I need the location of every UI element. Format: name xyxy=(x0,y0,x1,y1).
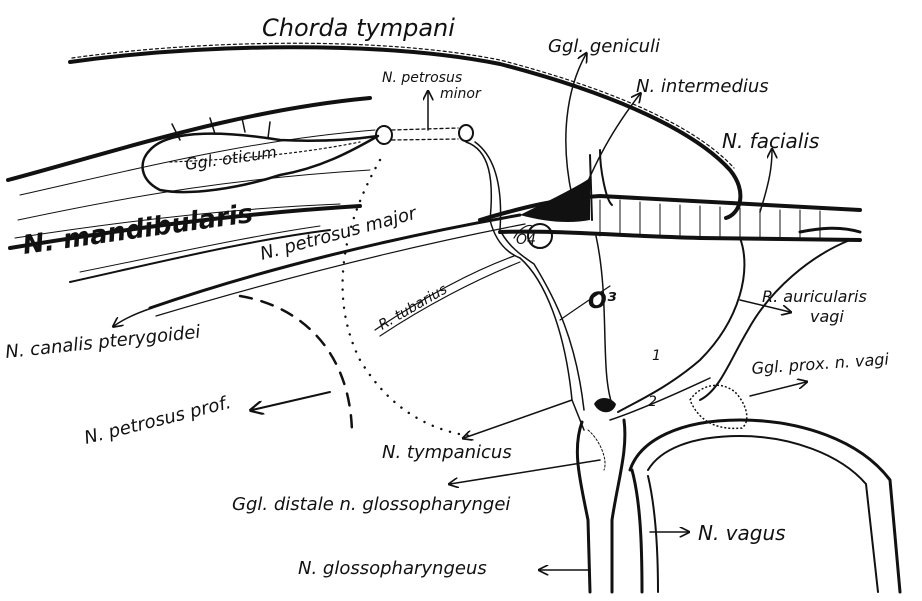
label-ggl-prox-n-vagi: Ggl. prox. n. vagi xyxy=(751,349,890,378)
label-n-petrosus-minor-1: N. petrosus xyxy=(382,70,462,86)
mark-o4: O4 xyxy=(516,232,536,248)
labels: Chorda tympani Ggl. geniculi N. intermed… xyxy=(4,14,890,579)
facial-canal xyxy=(480,150,860,240)
label-n-glossopharyngeus: N. glossopharyngeus xyxy=(298,558,487,579)
label-n-mandibularis: N. mandibularis xyxy=(21,199,255,261)
label-n-tympanicus: N. tympanicus xyxy=(382,442,512,463)
mark-2: 2 xyxy=(648,394,657,410)
vagus-glossopharyngeus-trunks xyxy=(450,420,900,592)
mark-o3: O³ xyxy=(588,289,617,314)
label-ggl-oticum: Ggl. oticum xyxy=(184,142,278,174)
label-n-vagus: N. vagus xyxy=(698,521,786,545)
label-n-intermedius: N. intermedius xyxy=(636,76,769,97)
tympanic-dotted-path xyxy=(343,160,470,436)
label-ggl-distale-glossopharyngei: Ggl. distale n. glossopharyngei xyxy=(232,494,510,515)
label-chorda-tympani: Chorda tympani xyxy=(262,14,455,42)
vagus-region xyxy=(594,238,850,428)
petrosus-profundus-arc xyxy=(240,296,352,432)
label-n-facialis: N. facialis xyxy=(722,129,819,153)
mark-1: 1 xyxy=(652,348,661,364)
label-n-canalis-pterygoidei: N. canalis pterygoidei xyxy=(4,322,201,363)
label-n-petrosus-minor-2: minor xyxy=(440,86,482,102)
label-r-auricularis-vagi-2: vagi xyxy=(810,307,844,326)
label-n-petrosus-prof: N. petrosus prof. xyxy=(82,392,233,449)
label-r-auricularis-vagi-1: R. auricularis xyxy=(762,287,867,306)
label-ggl-geniculi: Ggl. geniculi xyxy=(548,36,660,57)
label-r-tubarius: R. tubarius xyxy=(376,281,450,333)
